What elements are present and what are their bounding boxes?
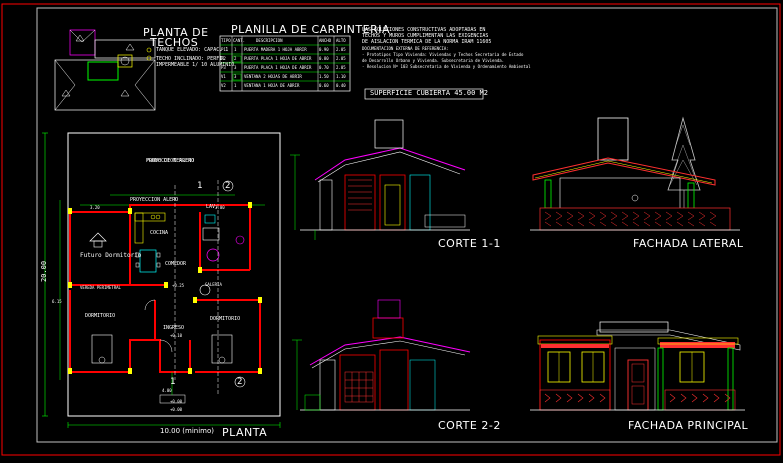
note-line-6: de Desarrollo Urbano y Vivienda. Subsecr…	[362, 58, 505, 63]
schedule-header-desc: DESCRIPCION	[256, 38, 283, 43]
carpentry-schedule-table	[219, 35, 351, 92]
schedule-cell: 0.70	[319, 65, 329, 70]
note-line-3: DE AISLACION TERMICA DE LA NORMA IRAM 11…	[362, 39, 492, 45]
plan-dim-2: 3.00	[215, 205, 225, 210]
section-2-2	[292, 299, 471, 411]
schedule-cell: 1	[234, 47, 237, 52]
note-line-5: - Prototipos Tipo Vivienda: Viviendas y …	[362, 52, 524, 57]
schedule-cell: 3	[234, 65, 237, 70]
roof-legend-2: TECHO INCLINADO: PERFIL	[156, 56, 226, 62]
schedule-cell: 2	[234, 56, 237, 61]
cut-mark-2-top: 2	[225, 181, 231, 191]
roof-plan-title-line1: PLANTA DE	[143, 26, 209, 39]
schedule-title: PLANILLA DE CARPINTERIA	[231, 23, 390, 36]
outer-frame	[1, 3, 781, 456]
label-proyeccion: PROYECCION ALERO	[130, 197, 179, 203]
level-1: +0.25	[172, 283, 185, 288]
schedule-cell: 1.10	[336, 74, 346, 79]
room-dormitorio-1: DORMITORIO	[85, 313, 116, 319]
roof-plan-title-line2: TECHOS	[150, 36, 199, 49]
lot-label: PROYECCION ALERO	[146, 158, 195, 164]
schedule-header-tipo: TIPO	[221, 38, 231, 43]
section-1-1	[290, 119, 470, 240]
roof-legend-3: IMPERMEABLE 1/ 10 ALUMINIO	[156, 62, 235, 68]
schedule-header-cant: CANT.	[233, 38, 246, 43]
floor-plan	[42, 132, 281, 428]
level-3: +0.00	[170, 399, 183, 404]
front-elevation	[530, 321, 745, 411]
lot-back-label: FONDO DE TERRENO	[146, 158, 195, 164]
schedule-cell: V2	[221, 83, 226, 88]
plan-dim-1: 3.20	[90, 205, 100, 210]
level-2: +0.10	[170, 333, 183, 338]
room-futuro: Futuro Dormitorio	[80, 252, 142, 259]
level-4: +0.00	[170, 407, 183, 412]
roof-legend-1: TANQUE ELEVADO: CAPAC. 1	[156, 47, 229, 53]
schedule-cell: PUERTA PLACA 1 HOJA DE ABRIR	[244, 56, 312, 61]
room-ingreso: INGRESO	[163, 325, 185, 331]
plan-depth-dim: 20.00	[40, 260, 49, 283]
label-vereda: VEREDA PERIMETRAL	[80, 285, 121, 290]
schedule-cell: 2.05	[336, 47, 346, 52]
section-markers	[222, 180, 246, 388]
schedule-cell: 2.05	[336, 56, 346, 61]
schedule-cell: 0.90	[319, 47, 329, 52]
schedule-cell: P1	[221, 47, 226, 52]
section-2-title: CORTE 2-2	[438, 419, 501, 432]
schedule-header-ancho: ANCHO	[319, 38, 332, 43]
schedule-cell: P2	[221, 56, 226, 61]
schedule-cell: VENTANA 1 HOJA DE ABRIR	[244, 83, 300, 88]
side-elevation	[530, 116, 740, 231]
plan-title: PLANTA	[222, 426, 268, 439]
side-elevation-title: FACHADA LATERAL	[633, 237, 744, 250]
cut-mark-1-bottom: 1	[170, 377, 176, 387]
roof-plan	[54, 29, 156, 111]
room-lav: LAV.	[206, 204, 219, 210]
schedule-cell: 3	[234, 74, 237, 79]
schedule-header-alto: ALTO	[336, 38, 346, 43]
schedule-cell: 0.40	[336, 83, 346, 88]
schedule-cell: PUERTA PLACA 1 HOJA DE ABRIR	[244, 65, 312, 70]
note-line-4: DOCUMENTACION EXTERNA DE REFERENCIA:	[362, 46, 449, 51]
plan-dim-3: 6.15	[52, 299, 62, 304]
schedule-cell: 0.60	[319, 83, 329, 88]
label-galeria: GALERIA	[205, 282, 222, 287]
plan-dim-4: 4.00	[162, 388, 172, 393]
surface-box	[364, 88, 484, 100]
inner-frame	[36, 7, 778, 443]
plan-width-dim: 10.00 (minimo)	[160, 427, 214, 435]
schedule-cell: V1	[221, 74, 226, 79]
cut-mark-2-bottom: 2	[237, 377, 243, 387]
schedule-cell: P3	[221, 65, 226, 70]
note-line-2: TECHOS Y MUROS CUMPLIMENTAN LAS EXIGENCI…	[362, 33, 489, 39]
schedule-cell: 1.50	[319, 74, 329, 79]
note-line-7: - Resolucion Nº 103 Subsecretaria de Viv…	[362, 64, 531, 69]
surface-label: SUPERFICIE CUBIERTA 45.00 M2	[370, 89, 489, 97]
room-cocina: COCINA	[150, 230, 169, 236]
section-1-title: CORTE 1-1	[438, 237, 501, 250]
note-line-1: LAS SOLUCIONES CONSTRUCTIVAS ADOPTADAS E…	[362, 27, 486, 33]
schedule-cell: 2.05	[336, 65, 346, 70]
schedule-cell: VENTANA 2 HOJAS DE ABRIR	[244, 74, 302, 79]
front-elevation-title: FACHADA PRINCIPAL	[628, 419, 749, 432]
schedule-cell: 0.80	[319, 56, 329, 61]
room-dormitorio-2: DORMITORIO	[210, 316, 241, 322]
schedule-cell: PUERTA MADERA 1 HOJA ABRIR	[244, 47, 307, 52]
schedule-cell: 1	[234, 83, 237, 88]
room-comedor: COMEDOR	[165, 261, 187, 267]
cut-mark-1-top: 1	[197, 181, 203, 191]
